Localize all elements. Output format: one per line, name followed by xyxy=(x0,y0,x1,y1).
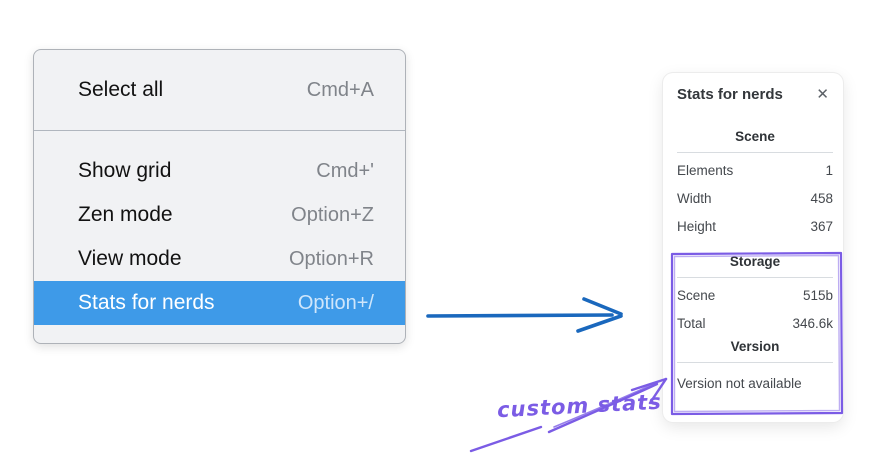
stat-label: Total xyxy=(677,315,706,331)
stat-value: 1 xyxy=(825,162,833,178)
version-section-heading: Version xyxy=(730,339,780,354)
stat-value: 458 xyxy=(810,190,833,206)
menu-item-zen-mode[interactable]: Zen mode Option+Z xyxy=(34,193,405,237)
menu-item-stats-for-nerds[interactable]: Stats for nerds Option+/ xyxy=(34,281,405,325)
scene-section-heading: Scene xyxy=(735,129,775,144)
menu-item-shortcut: Option+/ xyxy=(297,291,374,314)
menu-item-show-grid[interactable]: Show grid Cmd+' xyxy=(34,149,405,193)
section-divider xyxy=(677,152,833,153)
menu-group-bottom: Show grid Cmd+' Zen mode Option+Z View m… xyxy=(34,131,405,343)
section-divider xyxy=(677,277,833,278)
stats-panel-title: Stats for nerds xyxy=(677,86,783,103)
context-menu: Select all Cmd+A Show grid Cmd+' Zen mod… xyxy=(33,49,406,344)
stat-row-elements: Elements 1 xyxy=(677,156,833,184)
stat-row-storage-total: Total 346.6k xyxy=(677,309,833,337)
menu-item-label: View mode xyxy=(78,247,182,270)
close-icon[interactable]: ✕ xyxy=(816,86,829,103)
menu-item-select-all[interactable]: Select all Cmd+A xyxy=(34,68,405,112)
menu-item-label: Stats for nerds xyxy=(78,291,215,314)
menu-item-shortcut: Cmd+A xyxy=(306,78,374,101)
menu-group-top: Select all Cmd+A xyxy=(34,50,405,130)
stat-value: 346.6k xyxy=(792,315,833,331)
version-note: Version not available xyxy=(677,376,802,391)
stat-value: 515b xyxy=(802,287,833,303)
stat-label: Elements xyxy=(677,162,734,178)
stat-value: 367 xyxy=(810,218,833,234)
menu-item-view-mode[interactable]: View mode Option+R xyxy=(34,237,405,281)
stat-row-storage-scene: Scene 515b xyxy=(677,281,833,309)
menu-item-shortcut: Option+Z xyxy=(291,203,374,226)
menu-item-shortcut: Option+R xyxy=(288,247,374,270)
stat-label: Scene xyxy=(677,287,716,303)
stat-label: Height xyxy=(677,218,717,234)
annotation-label: custom stats xyxy=(496,389,663,423)
menu-divider xyxy=(34,130,405,131)
stat-row-height: Height 367 xyxy=(677,212,833,240)
menu-item-label: Zen mode xyxy=(78,203,173,226)
stats-panel-header: Stats for nerds ✕ xyxy=(677,85,833,104)
flow-arrow xyxy=(426,297,623,333)
stat-label: Width xyxy=(677,190,712,206)
menu-item-label: Select all xyxy=(78,78,164,101)
storage-section-heading: Storage xyxy=(729,254,781,269)
stats-panel: Stats for nerds ✕ Scene Elements 1 Width… xyxy=(663,73,843,422)
stat-row-width: Width 458 xyxy=(677,184,833,212)
menu-item-label: Show grid xyxy=(78,159,172,182)
section-divider xyxy=(677,362,833,363)
menu-item-shortcut: Cmd+' xyxy=(316,159,374,182)
